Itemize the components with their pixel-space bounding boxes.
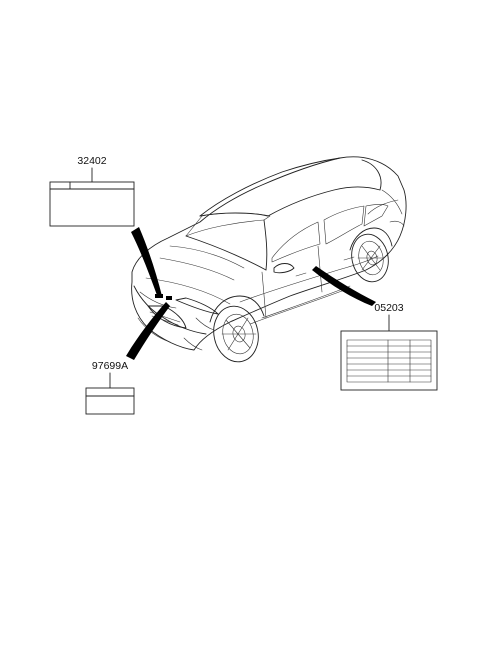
tire-label-callout: 05203 [312, 266, 438, 391]
leader-wedge [131, 227, 162, 298]
part-number-32402: 32402 [77, 155, 106, 167]
part-number-05203: 05203 [374, 302, 403, 314]
radiator-label-callout: 97699A [85, 302, 170, 415]
leader-wedge [312, 266, 376, 306]
tire-pressure-table-icon [346, 339, 432, 383]
hood-label-callout: 32402 [49, 155, 172, 300]
leader-wedge [126, 302, 170, 360]
part-number-97699A: 97699A [92, 360, 128, 372]
tire-label-icon [340, 330, 438, 391]
radiator-label-icon [85, 387, 135, 415]
car-illustration [131, 156, 407, 363]
